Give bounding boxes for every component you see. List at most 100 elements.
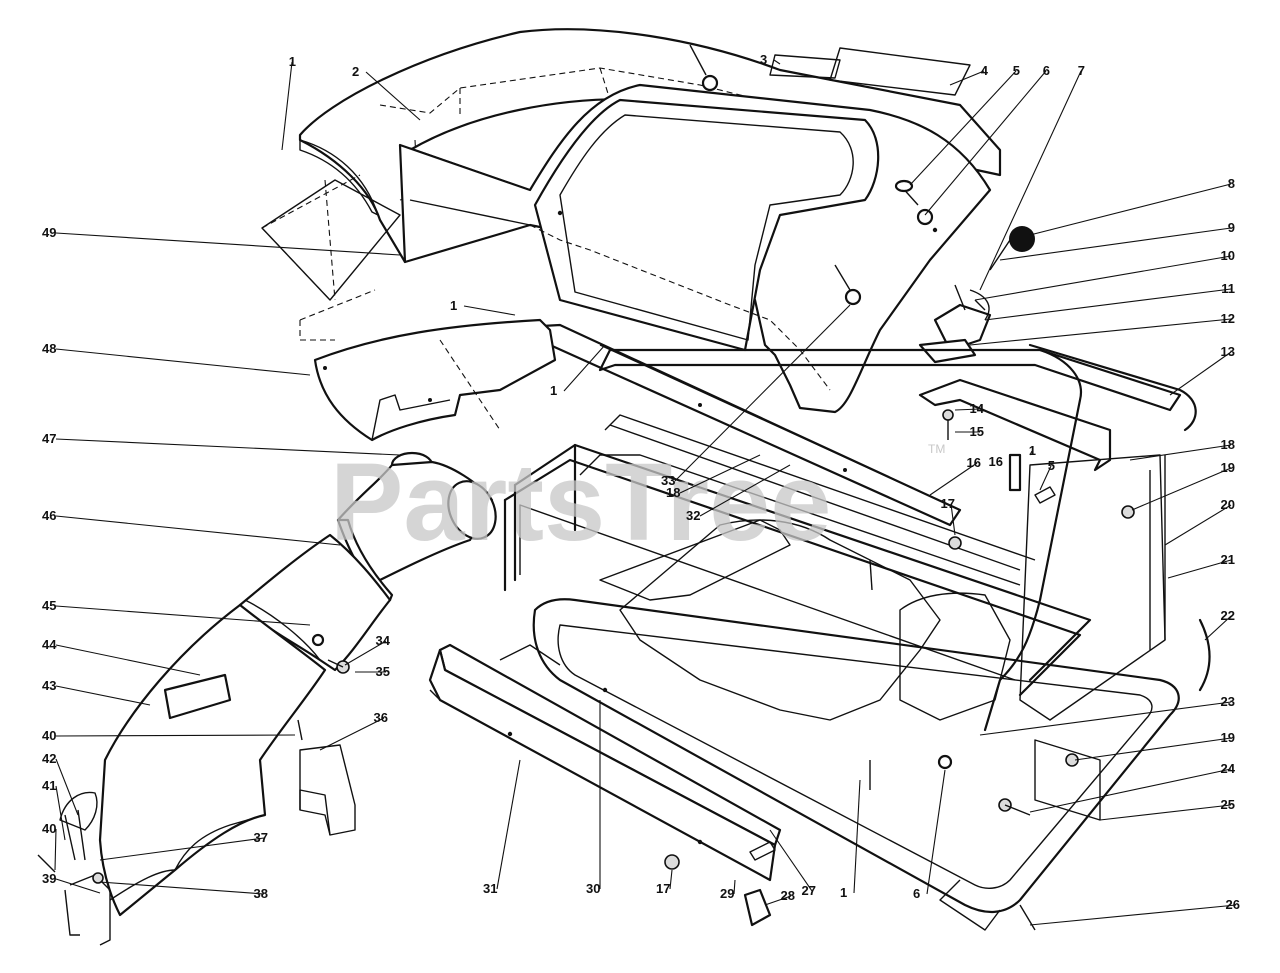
callout-leader xyxy=(984,288,1232,321)
callout-leader xyxy=(764,895,792,906)
callout-leader xyxy=(1164,504,1232,546)
callout-leader xyxy=(55,758,79,816)
callout-leader xyxy=(950,503,956,536)
callout-leader xyxy=(463,305,516,316)
callout-leader xyxy=(1167,559,1232,579)
callout-leader xyxy=(55,438,401,456)
callout-label: 45 xyxy=(42,598,56,613)
callout-leader xyxy=(699,464,791,517)
callout-label: 49 xyxy=(42,225,56,240)
callout-label: 9 xyxy=(1228,220,1235,235)
callout-label: 29 xyxy=(720,886,734,901)
callout-label: 31 xyxy=(483,881,497,896)
callout-label: 2 xyxy=(352,64,359,79)
watermark-text: PartsTree xyxy=(330,441,831,564)
callout-leader xyxy=(949,70,985,86)
callout-leader xyxy=(909,70,1017,186)
callout-leader xyxy=(1099,804,1232,821)
callout-label: 10 xyxy=(1221,248,1235,263)
callout-leader xyxy=(563,344,606,392)
callout-label: 43 xyxy=(42,678,56,693)
callout-label: 34 xyxy=(376,633,391,648)
callout-leader xyxy=(344,640,387,666)
callout-label: 48 xyxy=(42,341,56,356)
callout-label: 42 xyxy=(42,751,56,766)
callout-label: 5 xyxy=(1048,458,1055,473)
plate-49a xyxy=(261,179,401,301)
callout-leader xyxy=(679,454,761,494)
guide-lines-left xyxy=(261,174,501,431)
callout-label: 16 xyxy=(967,455,981,470)
callout-leader xyxy=(55,348,311,376)
callout-leader xyxy=(1029,450,1033,456)
callout-leader xyxy=(55,878,101,894)
callout-leader xyxy=(1029,183,1232,236)
callout-label: 20 xyxy=(1221,497,1235,512)
callout-label: 27 xyxy=(802,883,816,898)
callout-leader xyxy=(853,779,861,894)
callout-label: 12 xyxy=(1221,311,1235,326)
callout-leader xyxy=(773,59,781,65)
callout-label: 22 xyxy=(1221,608,1235,623)
callout-leader xyxy=(55,644,201,676)
watermark-trademark: TM xyxy=(928,442,945,456)
callout-leader xyxy=(979,701,1232,736)
callout-label: 8 xyxy=(1228,176,1235,191)
callout-leader xyxy=(1131,467,1232,511)
callout-label: 38 xyxy=(254,886,268,901)
callout-label: 6 xyxy=(913,886,920,901)
callout-label: 40 xyxy=(42,728,56,743)
callout-leader xyxy=(1204,615,1232,641)
callout-leader xyxy=(1074,737,1232,761)
callout-leader xyxy=(969,318,1232,346)
callout-label: 6 xyxy=(1043,63,1050,78)
callout-leader xyxy=(926,769,946,895)
callout-leader xyxy=(674,304,851,482)
callout-label: 39 xyxy=(42,871,56,886)
callout-leader xyxy=(99,837,265,861)
callout-leader xyxy=(281,61,293,151)
callout-label: 36 xyxy=(374,710,388,725)
callout-label: 17 xyxy=(656,881,670,896)
callout-label: 26 xyxy=(1226,897,1240,912)
collector-tray xyxy=(532,519,1180,931)
callout-label: 40 xyxy=(42,821,56,836)
callout-label: 21 xyxy=(1221,552,1235,567)
callout-leader xyxy=(319,717,385,751)
callout-label: 15 xyxy=(970,424,984,439)
callout-leader xyxy=(1029,768,1232,813)
callout-label: 32 xyxy=(686,508,700,523)
callout-label: 41 xyxy=(42,778,56,793)
callout-leader xyxy=(55,785,66,841)
chute-section-48 xyxy=(313,318,557,442)
callout-label: 1 xyxy=(450,298,457,313)
callout-label: 18 xyxy=(666,485,680,500)
fasteners xyxy=(664,409,1135,931)
latch-37-42 xyxy=(37,791,111,946)
callout-label: 14 xyxy=(970,401,985,416)
hood-cover-part xyxy=(398,83,992,414)
callout-leader xyxy=(929,462,978,496)
callout-label: 25 xyxy=(1221,797,1235,812)
callout-label: 23 xyxy=(1221,694,1235,709)
callout-leader xyxy=(99,881,265,895)
callout-label: 13 xyxy=(1221,344,1235,359)
hood-hardware xyxy=(689,44,1035,306)
callout-label: 19 xyxy=(1221,730,1235,745)
callout-label: 3 xyxy=(760,52,767,67)
callout-leader xyxy=(55,515,341,546)
callout-leader xyxy=(999,227,1232,261)
callout-label: 35 xyxy=(376,664,390,679)
callout-label: 16 xyxy=(989,454,1003,469)
callout-label: 33 xyxy=(661,473,675,488)
callout-label: 7 xyxy=(1078,63,1085,78)
chute-section-46 xyxy=(238,533,392,672)
callout-label: 1 xyxy=(289,54,296,69)
callout-label: 46 xyxy=(42,508,56,523)
callout-leader xyxy=(365,71,421,121)
callout-label: 19 xyxy=(1221,460,1235,475)
callout-leader xyxy=(954,408,981,411)
callout-label: 47 xyxy=(42,431,56,446)
